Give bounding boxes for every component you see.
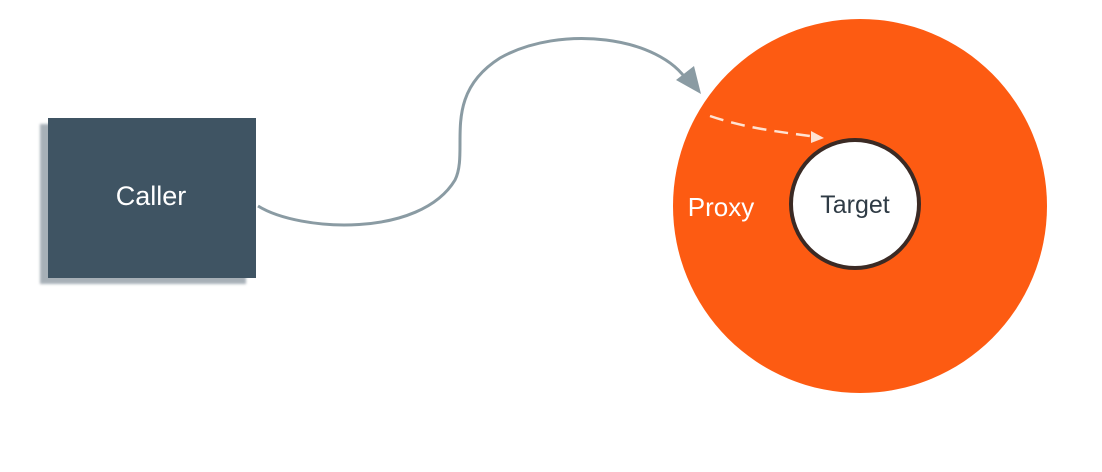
target-circle xyxy=(789,138,921,270)
caller-to-proxy-arrow xyxy=(257,37,690,227)
proxy-to-target-arrowhead xyxy=(811,131,824,143)
proxy-to-target-arrow xyxy=(709,114,811,138)
caller-label: Caller xyxy=(116,181,187,211)
caller-to-proxy-arrowhead xyxy=(676,66,701,94)
target-label: Target xyxy=(820,191,890,219)
proxy-label: Proxy xyxy=(688,192,754,222)
caller-box xyxy=(48,118,256,278)
